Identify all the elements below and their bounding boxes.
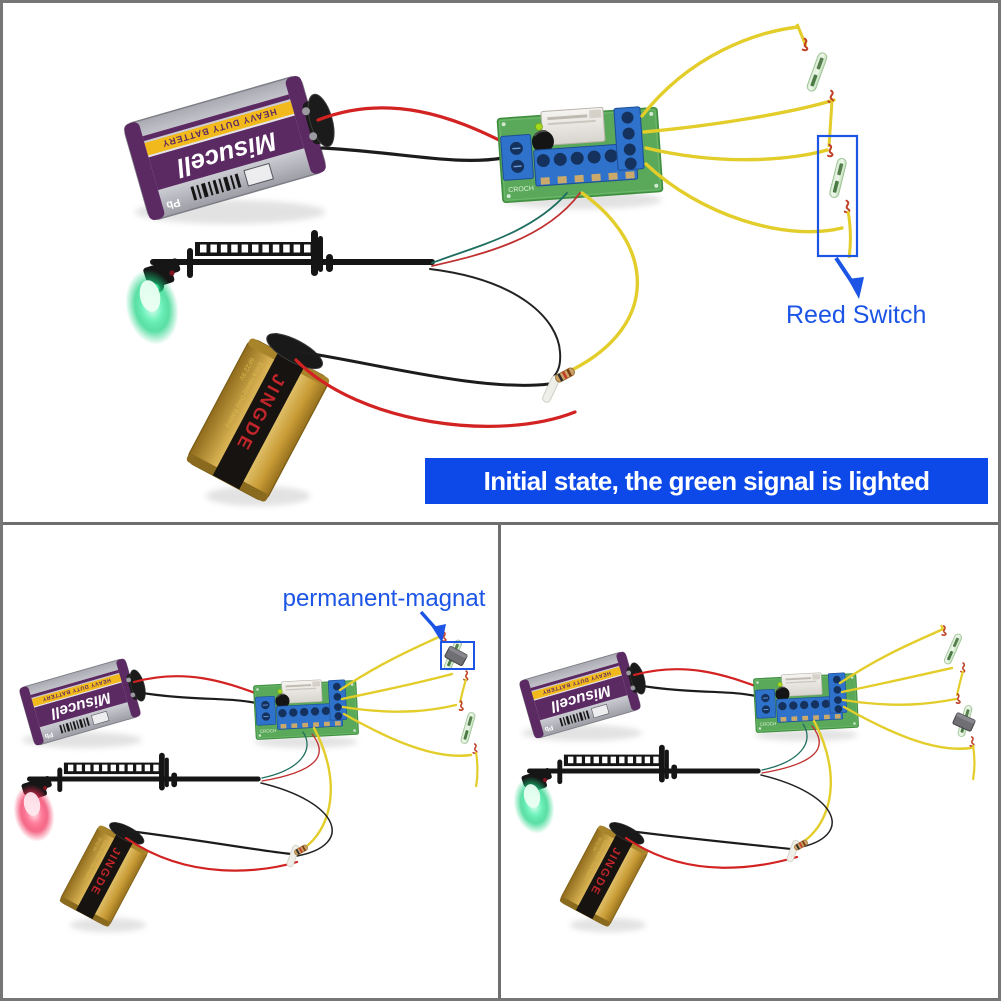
gold-battery-wires <box>624 829 799 869</box>
signal-glow-red <box>13 784 55 842</box>
signal-wires <box>260 731 333 857</box>
reed-switch-chain <box>940 624 977 781</box>
control-board <box>495 102 664 204</box>
heat-shrink <box>842 199 853 214</box>
magnet-label: permanent-magnat <box>283 585 486 612</box>
magnet-annotation: permanent-magnat <box>283 585 486 670</box>
callout-arrow-head <box>432 624 446 643</box>
reed-switch-annotation: Reed Switch <box>786 134 926 329</box>
purple-battery-wires <box>132 675 260 705</box>
magnet-callout-box <box>440 641 475 670</box>
purple-battery-wires <box>316 106 505 163</box>
gold-battery-wires <box>294 350 577 428</box>
caption-banner: Initial state, the green signal is light… <box>425 458 988 504</box>
panel-initial-state: Misucell HEAVY DUTY BATTERY Pb <box>122 23 926 506</box>
permanent-magnet <box>951 711 977 733</box>
vertical-divider <box>498 525 501 998</box>
purple-battery-wires <box>632 668 760 698</box>
gold-battery <box>184 319 341 504</box>
white-heat-shrink <box>785 838 801 864</box>
signal-wires <box>429 192 581 377</box>
reed-switch-label: Reed Switch <box>786 301 926 329</box>
reed-switch-lower <box>828 157 848 199</box>
reed-switch-upper <box>942 632 964 666</box>
horizontal-divider <box>3 522 998 525</box>
signal-mast <box>142 230 435 293</box>
signal-mast <box>20 752 261 805</box>
gold-battery <box>58 813 155 928</box>
signal-glow-green <box>125 269 179 345</box>
purple-battery <box>122 68 347 223</box>
panel-magnet-green <box>513 624 977 932</box>
reed-switch-upper <box>805 51 829 93</box>
reed-wires <box>570 25 844 372</box>
signal-wires <box>760 723 833 849</box>
signal-glow-green <box>513 776 555 834</box>
reed-switch-callout-box <box>816 134 859 258</box>
gold-battery <box>558 813 655 928</box>
signal-mast <box>520 744 761 797</box>
reed-switch-lower <box>459 711 477 745</box>
reed-switch-chain <box>795 23 853 259</box>
panel-magnet-red: permanent-magnat <box>13 585 486 932</box>
callout-arrow-head <box>848 277 864 299</box>
gold-battery-wires <box>124 829 299 872</box>
